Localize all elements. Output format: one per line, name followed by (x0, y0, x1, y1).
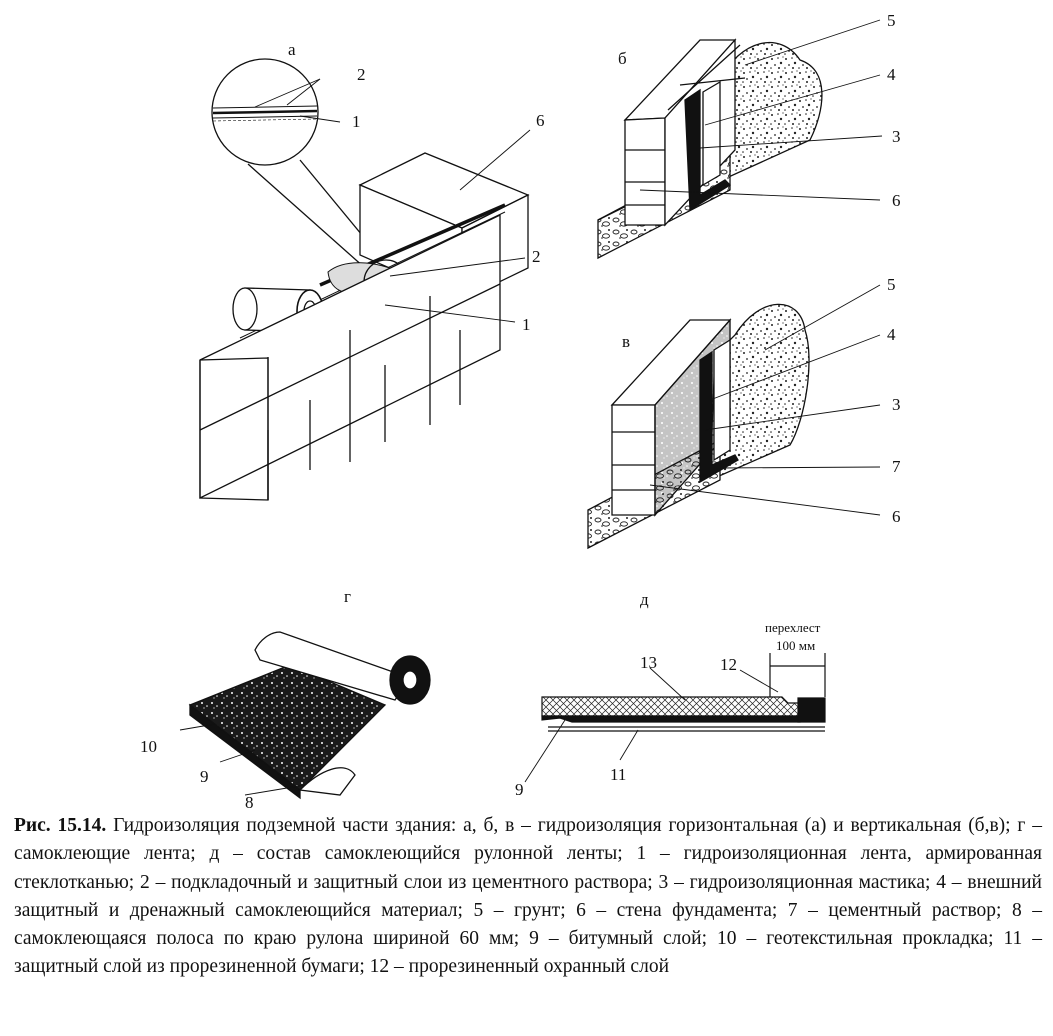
panel-g (188, 631, 431, 800)
callout-b-5: 5 (887, 11, 896, 30)
callout-v-7: 7 (892, 457, 901, 476)
callout-b-3: 3 (892, 127, 901, 146)
callout-b-6: 6 (892, 191, 901, 210)
callout-g-10: 10 (140, 737, 157, 756)
callout-d-9: 9 (515, 780, 524, 799)
callout-d-13: 13 (640, 653, 657, 672)
callout-v-6: 6 (892, 507, 901, 526)
panel-a (199, 58, 530, 501)
panel-label-b: б (618, 49, 627, 68)
caption-prefix: Рис. 15.14. (14, 815, 107, 836)
panel-b (597, 38, 823, 260)
callout-v-4: 4 (887, 325, 896, 344)
callout-a-6: 6 (536, 111, 545, 130)
panel-d (541, 653, 826, 732)
figure-caption: Рис. 15.14. Гидроизоляция подземной част… (14, 812, 1042, 982)
callout-a-2: 2 (532, 247, 541, 266)
caption-text: Гидроизоляция подземной части здания: а,… (14, 815, 1042, 978)
overlap-label-1: перехлест (765, 620, 821, 635)
callout-a-zoom-2: 2 (357, 65, 366, 84)
callout-v-5: 5 (887, 275, 896, 294)
waterproofing-figure: а б в г д 2 1 6 2 1 5 4 3 6 5 4 3 7 6 10… (140, 11, 901, 812)
callout-g-9: 9 (200, 767, 209, 786)
overlap-label-2: 100 мм (776, 638, 815, 653)
panel-label-g: г (344, 587, 351, 606)
panel-label-a: а (288, 40, 296, 59)
callout-b-4: 4 (887, 65, 896, 84)
labels: а б в г д 2 1 6 2 1 5 4 3 6 5 4 3 7 6 10… (140, 11, 901, 812)
callout-g-8: 8 (245, 793, 254, 812)
leader-lines (179, 19, 883, 796)
callout-v-3: 3 (892, 395, 901, 414)
panel-v (587, 303, 810, 550)
callout-a-1: 1 (522, 315, 531, 334)
callout-a-zoom-1: 1 (352, 112, 361, 131)
panel-label-d: д (640, 590, 649, 609)
callout-d-11: 11 (610, 765, 626, 784)
callout-d-12: 12 (720, 655, 737, 674)
panel-label-v: в (622, 332, 630, 351)
